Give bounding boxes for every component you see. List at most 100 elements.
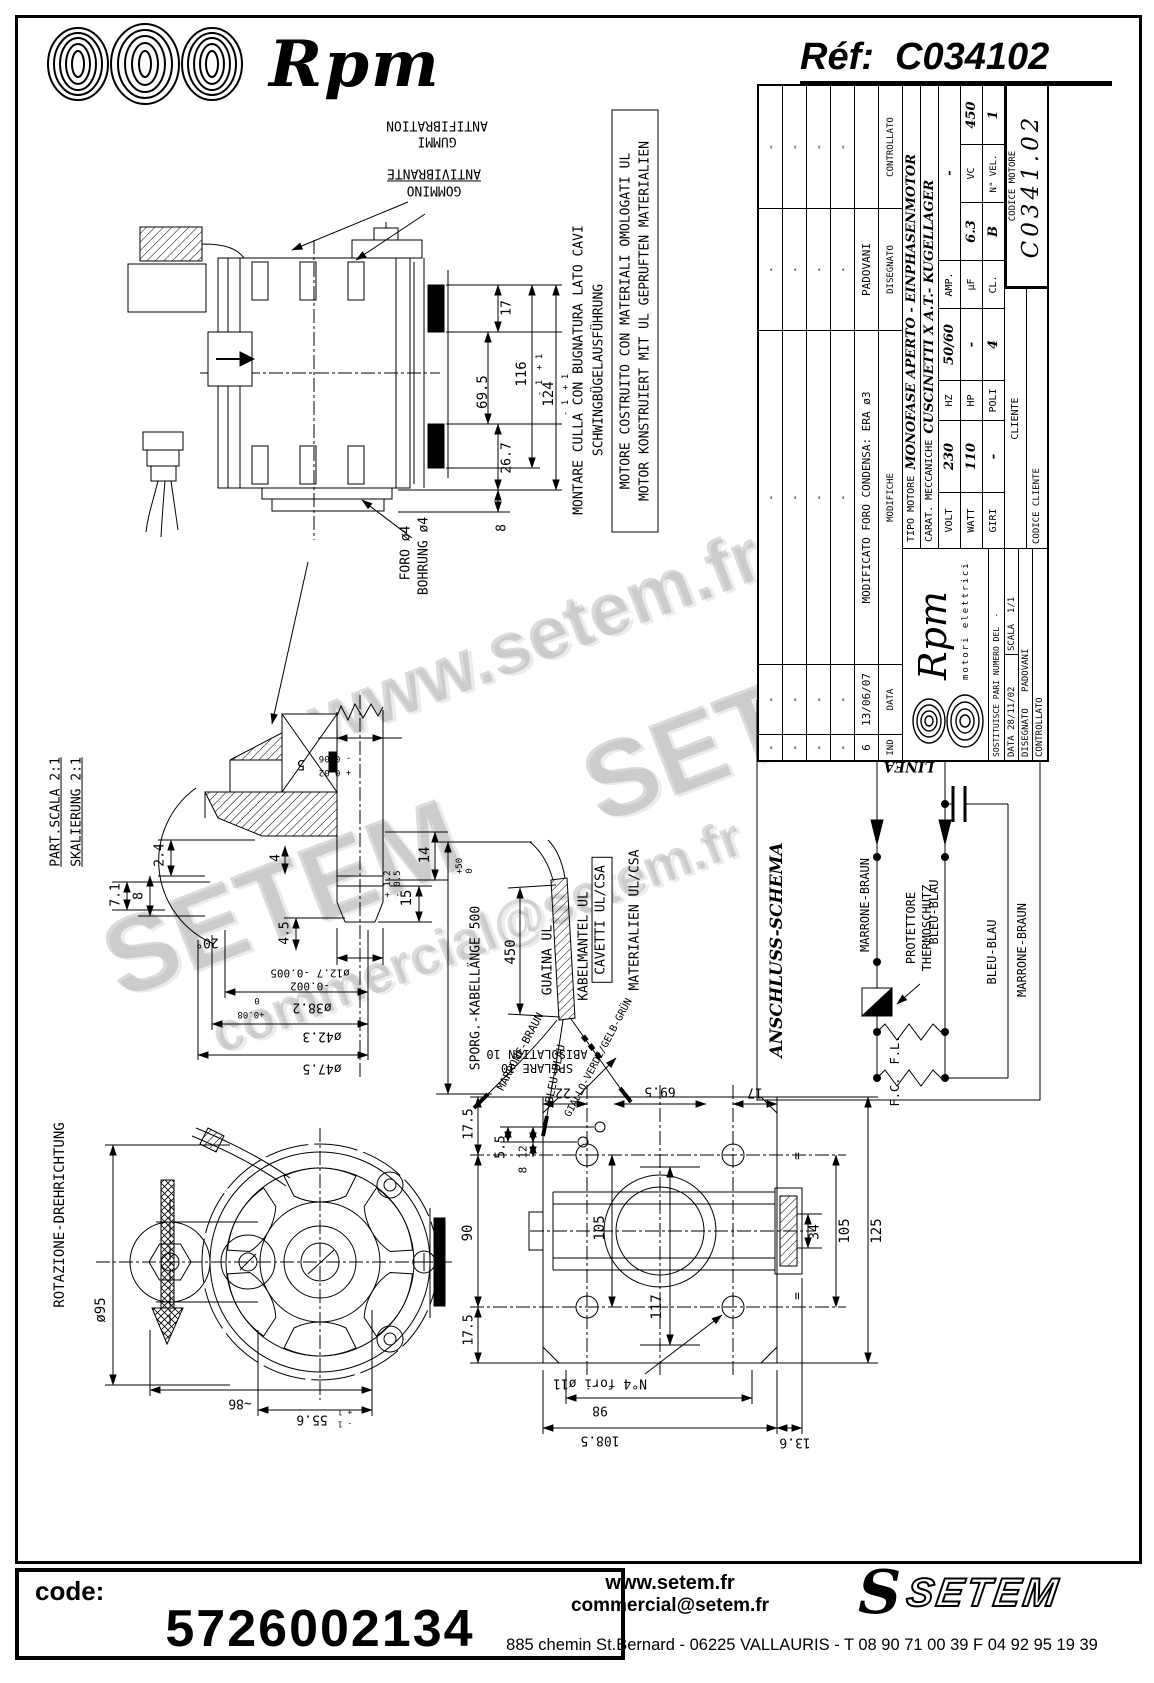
dim-label: +0.08: [237, 1009, 265, 1020]
ref-label: Réf:: [800, 36, 874, 78]
dim-label: 14: [416, 846, 433, 864]
footer-web-link[interactable]: www.setem.fr: [605, 1572, 735, 1594]
rpm-logo: Rpm: [40, 22, 441, 106]
rpm-coils-icon: [47, 23, 243, 105]
note-montare-culla: MONTARE CULLA CON BUGNATURA LATO CAVI: [571, 225, 587, 515]
dim-label: =: [790, 1152, 806, 1160]
dim-label: -0.002 ø12.7 -0.005: [270, 967, 350, 993]
dim-label: 34: [807, 1224, 823, 1240]
dim-label: 20°: [195, 934, 219, 950]
code-box: code: 5726002134: [15, 1568, 625, 1660]
rpm-logo-text: Rpm: [269, 26, 441, 102]
dim-label: 12: [516, 1145, 530, 1159]
dim-label: 69.5: [474, 375, 491, 409]
rev-ind: -: [759, 734, 783, 760]
dim-label: BOHRUNG ø4: [416, 516, 432, 596]
schema-title: ANSCHLUSS-SCHEMA: [767, 842, 788, 1058]
dim-label: + 1: [337, 1407, 353, 1417]
footer-email-link[interactable]: commercial@setem.fr: [570, 1595, 770, 1616]
titleblock-controllato: CONTROLLATO: [1033, 548, 1047, 760]
dim-label: 8: [516, 1166, 530, 1174]
dim-label: 8: [131, 892, 147, 900]
dim-label: 105: [591, 1215, 608, 1241]
note-detail-scale: PART.SCALA 2:1: [48, 757, 64, 867]
note-rotation-direction: ROTAZIONE-DREHRICHTUNG: [51, 1122, 68, 1308]
dim-label: 5: [296, 756, 306, 773]
drawing-number: C0341.02: [1018, 113, 1044, 259]
dim-label: 26.7: [499, 442, 515, 474]
titleblock-logo: Rpm motori elettrici: [903, 548, 989, 760]
titleblock-logo-script: Rpm: [911, 591, 955, 680]
dim-label: - 0.5: [392, 870, 403, 898]
revision-row: - - - - -: [759, 86, 783, 760]
shaft-detail-drawing: [112, 561, 448, 1078]
dim-label: ~86: [228, 1395, 252, 1411]
note-foro: FORO ø4: [398, 525, 414, 581]
dim-label: 69.5: [644, 1083, 676, 1099]
title-block: - - - - - - - - - - - - - - - - - - - -: [757, 84, 1049, 762]
dim-label: ø42.3: [302, 1028, 342, 1044]
revision-row: - - - - -: [783, 86, 807, 760]
setem-logo: S SETEM: [858, 1563, 1064, 1623]
dim-label: BLEU-BLAU: [985, 919, 1000, 985]
dim-label: 90: [459, 1224, 476, 1242]
ref-value: C034102: [895, 36, 1050, 78]
titleblock-tipo-motore: TIPO MOTORE MONOFASE APERTO - EINPHASENM…: [903, 86, 921, 548]
titleblock-logo-sub: motori elettrici: [961, 561, 971, 680]
dim-label: 105: [836, 1218, 853, 1244]
dim-label: 5.5: [493, 1135, 509, 1159]
titleblock-scala: SCALA 1/1: [1005, 548, 1019, 654]
setem-logo-text: SETEM: [903, 1570, 1064, 1616]
note-gommino-antivibrante: ANTIVIBRANTE: [387, 165, 481, 181]
dim-label: =: [790, 1292, 806, 1300]
base-plate-drawing: [470, 1085, 878, 1434]
revision-header-row: IND DATA MODIFICHE DISEGNATO CONTROLLATO: [879, 86, 903, 760]
dim-label: 125: [868, 1218, 885, 1244]
dim-label: 4.5: [277, 921, 293, 945]
revision-row: 6 13/06/07 MODIFICATO FORO CONDENSA: ERA…: [855, 86, 879, 760]
note-ul-materials-it: MOTORE COSTRUITO CON MATERIALI OMOLOGATI…: [618, 152, 634, 490]
dim-label: 2.4: [152, 843, 168, 867]
dim-label: - 1: [560, 399, 571, 417]
dim-label: ø95: [92, 1297, 109, 1323]
dim-label: 17.5: [461, 1108, 477, 1140]
dim-label: - 0.06: [318, 753, 352, 764]
dim-label: 108.5: [580, 1432, 620, 1448]
dim-label: SKALIERUNG 2:1: [69, 757, 85, 867]
connection-schema-drawing: [756, 699, 1041, 1101]
schema-main-winding: F.L.: [888, 1035, 903, 1065]
dim-label: + 1.2: [382, 870, 393, 898]
note-cavetti: CAVETTI UL/CSA: [591, 857, 613, 983]
dim-label: 17: [747, 1084, 763, 1100]
dim-label: - 1: [337, 1419, 353, 1429]
rev-dis: -: [759, 208, 783, 330]
dim-label: MARRONE-BRAUN: [1015, 903, 1030, 997]
dim-label: 98: [592, 1402, 608, 1418]
dim-label: 117: [648, 1294, 665, 1320]
dim-label: ø47.5: [302, 1060, 342, 1076]
dim-label: GUMMI: [417, 133, 457, 149]
schema-protector: PROTETTORE: [904, 891, 919, 965]
dim-label: 17.5: [461, 1314, 477, 1346]
note-gummi-antivibration: ANTIFIBRATION: [386, 117, 488, 133]
titleblock-specs: VOLT 230 HZ 50/60 AMP. - WATT 110 HP - µ…: [939, 86, 1005, 548]
dim-label: 0: [254, 995, 260, 1006]
dim-label: SCHWINGBÜGELAUSFÜHRUNG: [591, 283, 607, 457]
dim-label: 8: [494, 524, 510, 532]
rev-con: -: [759, 86, 783, 208]
note-cable-length: SPORG.-KABELLÄNGE 500: [468, 905, 484, 1071]
titleblock-codice-motore: CODICE MOTORE C0341.02: [1005, 86, 1047, 288]
dim-label: 13.6: [779, 1434, 811, 1450]
footer-contacts: www.setem.fr commercial@setem.fr: [520, 1572, 820, 1617]
code-label: code:: [35, 1576, 105, 1606]
dim-label: 4: [268, 854, 284, 862]
dim-label: 124: [540, 381, 557, 407]
titleblock-codice-cliente: CODICE CLIENTE: [1027, 288, 1047, 548]
note-guaina: GUAINA UL: [540, 924, 556, 996]
schema-wire-brown: MARRONE-BRAUN: [858, 858, 873, 952]
titleblock-data: DATA 28/11/02: [1005, 654, 1019, 760]
side-view-drawing: [127, 109, 659, 540]
dim-label: 116: [513, 361, 530, 387]
